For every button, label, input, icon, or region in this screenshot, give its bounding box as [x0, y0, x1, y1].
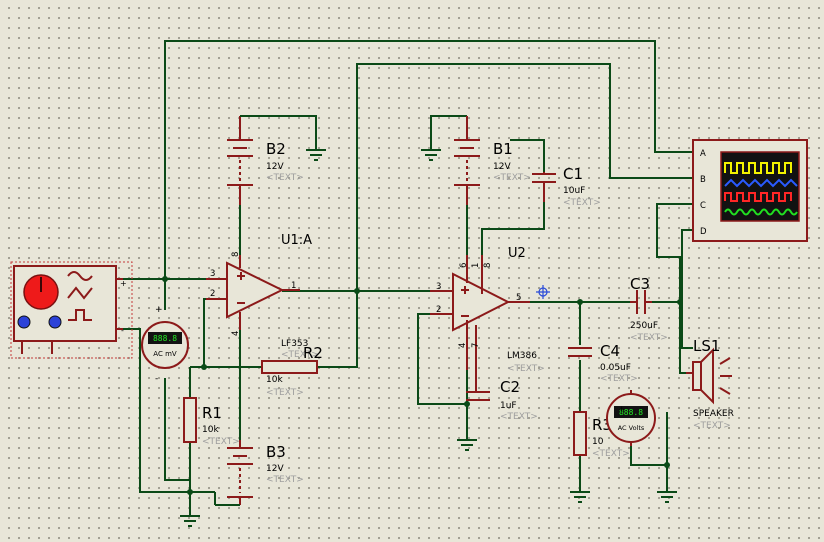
b2-ref: B2	[266, 140, 286, 158]
r3-value: 10	[592, 437, 604, 447]
resistor-r1[interactable]	[183, 397, 197, 443]
battery-b3[interactable]	[215, 330, 253, 506]
wires	[117, 40, 693, 505]
scope-trace-b	[724, 178, 798, 188]
u2-pin7: 7	[471, 343, 481, 348]
u1a-ref: U1:A	[281, 233, 312, 248]
r1-ref: R1	[202, 404, 222, 422]
crosshair-cursor-icon	[536, 285, 550, 299]
b2-value: 12V	[266, 162, 284, 172]
generator-minus-label: -	[121, 326, 124, 335]
voltmeter-ac-volts[interactable]	[606, 390, 656, 446]
range-knob[interactable]	[48, 315, 62, 329]
r1-value: 10k	[202, 425, 219, 435]
voltmeter-minus: -	[155, 374, 158, 384]
waveform-selector-icon	[67, 271, 93, 321]
range-knob[interactable]	[17, 315, 31, 329]
u2-pin3: 3	[436, 282, 441, 292]
c2-value: 1uF	[500, 401, 517, 411]
u2-pin1: 1	[471, 263, 481, 268]
b1-text: <TEXT>	[493, 173, 531, 183]
battery-b1[interactable]	[454, 116, 480, 255]
resistor-r2[interactable]	[261, 360, 318, 374]
scope-trace-c	[724, 192, 792, 202]
u2-pin2: 2	[436, 305, 441, 315]
u1a-pin3: 3	[210, 269, 215, 279]
voltmeter-display: 888.8	[619, 408, 643, 417]
c3-ref: C3	[630, 275, 650, 293]
b1-value: 12V	[493, 162, 511, 172]
b3-ref: B3	[266, 443, 286, 461]
u2-ref: U2	[508, 246, 526, 261]
u2-pin5: 5	[516, 293, 521, 303]
u1a-part: LF353	[281, 339, 308, 349]
ground-symbol	[180, 492, 200, 527]
voltmeter-display: 888.8	[153, 334, 177, 343]
scope-channel-d: D	[700, 227, 707, 237]
capacitor-c3[interactable]	[630, 290, 652, 314]
scope-trace-a	[724, 162, 792, 174]
scope-channel-a: A	[700, 149, 706, 159]
voltmeter-ac-mv[interactable]	[141, 321, 189, 369]
ground-symbol	[570, 491, 590, 503]
battery-b2[interactable]	[227, 115, 259, 260]
resistor-r3[interactable]	[573, 411, 587, 456]
u2-pin4: 4	[458, 343, 468, 348]
capacitor-c4[interactable]	[568, 347, 592, 357]
ls1-ref: LS1	[693, 337, 720, 355]
b1-ref: B1	[493, 140, 513, 158]
ground-symbol	[421, 149, 441, 161]
c1-ref: C1	[563, 165, 583, 183]
c2-text: <TEXT>	[500, 412, 538, 422]
voltmeter-plus: +	[155, 305, 163, 315]
r1-text: <TEXT>	[202, 437, 240, 447]
ls1-part: SPEAKER	[693, 409, 734, 419]
u2-pin6: 6	[459, 263, 469, 268]
scope-channel-c: C	[700, 201, 706, 211]
r3-text: <TEXT>	[592, 449, 630, 459]
opamp-u1a[interactable]	[206, 255, 300, 330]
c4-text: <TEXT>	[600, 374, 638, 384]
scope-trace-d	[724, 208, 798, 216]
scope-channel-b: B	[700, 175, 706, 185]
ground-symbol	[306, 149, 326, 161]
c4-value: 0.05uF	[600, 363, 631, 373]
b3-value: 12V	[266, 464, 284, 474]
c1-value: 10uF	[563, 186, 585, 196]
u2-text: <TEXT>	[507, 364, 545, 374]
voltmeter-label: AC mV	[153, 350, 177, 358]
b3-text: <TEXT>	[266, 475, 304, 485]
ground-symbol	[457, 433, 477, 451]
voltmeter-plus: +	[618, 405, 626, 415]
u1a-pin1: 1	[291, 281, 296, 291]
b2-text: <TEXT>	[266, 173, 304, 183]
u2-part: LM386	[507, 351, 537, 361]
c3-text: <TEXT>	[630, 333, 668, 343]
speaker-ls1[interactable]	[686, 347, 732, 405]
voltmeter-label: AC Volts	[618, 424, 645, 432]
c4-ref: C4	[600, 342, 620, 360]
ground-symbol	[657, 491, 677, 503]
ls1-text: <TEXT>	[693, 421, 731, 431]
u1a-pin8: 8	[231, 252, 241, 257]
u1a-pin4: 4	[231, 331, 241, 336]
capacitor-c1[interactable]	[532, 172, 556, 202]
r2-value: 10k	[266, 375, 283, 385]
r2-text: <TEXT>	[266, 388, 304, 398]
c1-text: <TEXT>	[563, 198, 601, 208]
u2-pin8: 8	[483, 263, 493, 268]
u1a-pin2: 2	[210, 289, 215, 299]
c2-ref: C2	[500, 378, 520, 396]
signal-generator[interactable]	[10, 261, 133, 359]
opamp-u2[interactable]	[430, 255, 530, 392]
r2-ref: R2	[303, 344, 323, 362]
c3-value: 250uF	[630, 321, 658, 331]
u1a-text: <TEXT>	[281, 350, 319, 360]
oscilloscope[interactable]	[692, 139, 808, 242]
capacitor-c2[interactable]	[466, 391, 490, 401]
generator-plus-label: +	[120, 279, 127, 288]
